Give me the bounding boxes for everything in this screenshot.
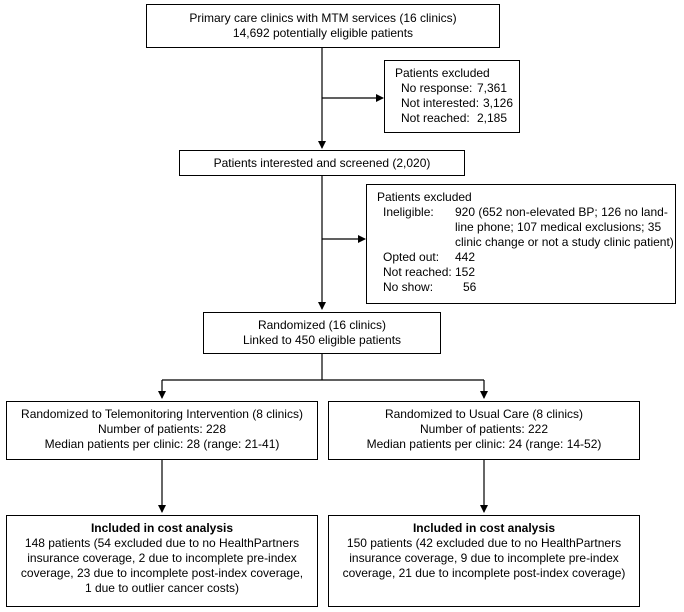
excluded1-label: No response: [401,81,473,95]
excluded1-label: Not interested: [401,96,480,110]
cost-analysis-intervention-box: Included in cost analysis 148 patients (… [6,515,318,607]
usual-line3: Median patients per clinic: 24 (range: 1… [366,437,602,451]
excluded-box-2: Patients excluded Ineligible: 920 (652 n… [366,184,676,304]
screened-label: Patients interested and screened (2,020) [213,156,431,170]
cost-analysis-usual-care-box: Included in cost analysis 150 patients (… [328,515,640,607]
excluded2-row: No show: 56 [367,280,675,295]
excluded2-value: 442 [455,250,476,264]
excluded2-label: No show: [383,280,434,294]
intervention-line1: Randomized to Telemonitoring Interventio… [21,407,303,421]
excluded2-value: 56 [463,280,477,294]
randomized-line1: Randomized (16 clinics) [257,318,387,332]
cost-left-line: coverage, 23 due to incomplete post-inde… [20,566,304,580]
excluded1-value: 7,361 [476,81,507,95]
usual-line1: Randomized to Usual Care (8 clinics) [384,407,584,421]
randomized-line2: Linked to 450 eligible patients [242,333,402,347]
excluded1-value: 3,126 [483,96,514,110]
excluded2-label: Not reached: [383,265,452,279]
usual-line2: Number of patients: 222 [419,422,549,436]
cost-right-line: 150 patients (42 excluded due to no Heal… [346,536,622,550]
excluded1-value: 2,185 [476,111,507,125]
intervention-line3: Median patients per clinic: 28 (range: 2… [44,437,280,451]
cost-left-line: 148 patients (54 excluded due to no Heal… [24,536,300,550]
excluded1-row: Not interested: 3,126 [385,96,519,111]
excluded2-ineligible-row: Ineligible: 920 (652 non-elevated BP; 12… [367,205,675,250]
intervention-arm-box: Randomized to Telemonitoring Interventio… [6,401,318,460]
eligible-line1: Primary care clinics with MTM services (… [189,11,457,25]
eligible-line2: 14,692 potentially eligible patients [232,26,414,40]
intervention-line2: Number of patients: 228 [97,422,227,436]
screened-box: Patients interested and screened (2,020) [179,150,465,176]
cost-right-line: coverage, 21 due to incomplete post-inde… [342,566,626,580]
randomized-box: Randomized (16 clinics) Linked to 450 el… [203,312,441,354]
excluded1-row: Not reached: 2,185 [385,111,519,126]
excluded2-value: 152 [455,265,476,279]
excluded2-title: Patients excluded [377,190,472,204]
excluded2-ineligible-detail: 920 (652 non-elevated BP; 126 no land- [455,205,668,219]
excluded1-label: Not reached: [401,111,470,125]
cost-left-line: 1 due to outlier cancer costs) [84,581,240,595]
cost-right-title: Included in cost analysis [412,521,556,535]
cost-right-line: insurance coverage, 9 due to incomplete … [349,551,619,565]
excluded2-row: Opted out: 442 [367,250,675,265]
excluded2-ineligible-label: Ineligible: [383,205,434,219]
usual-care-arm-box: Randomized to Usual Care (8 clinics) Num… [328,401,640,460]
cost-left-line: insurance coverage, 2 due to incomplete … [27,551,297,565]
excluded2-ineligible-detail: line phone; 107 medical exclusions; 35 [455,220,662,234]
eligible-patients-box: Primary care clinics with MTM services (… [146,4,500,48]
cost-left-title: Included in cost analysis [90,521,234,535]
excluded1-row: No response: 7,361 [385,81,519,96]
excluded2-label: Opted out: [383,250,440,264]
excluded1-title: Patients excluded [395,66,490,80]
excluded2-ineligible-detail: clinic change or not a study clinic pati… [455,235,674,249]
excluded2-row: Not reached: 152 [367,265,675,280]
excluded-box-1: Patients excluded No response: 7,361 Not… [384,60,520,133]
